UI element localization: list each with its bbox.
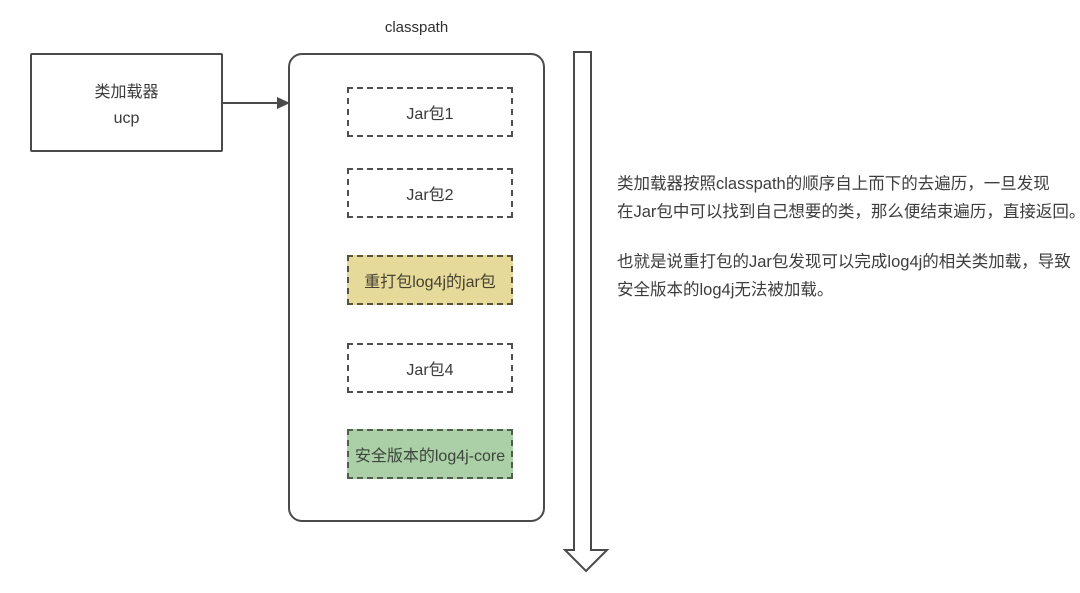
class-loader-title: 类加载器 [94, 83, 159, 101]
annotation-text: 类加载器按照classpath的顺序自上而下的去遍历，一旦发现 在Jar包中可以… [617, 170, 1080, 326]
annotation-line: 类加载器按照classpath的顺序自上而下的去遍历，一旦发现 [617, 175, 1050, 193]
loader-to-classpath-arrow-icon [221, 97, 290, 109]
annotation-line: 安全版本的log4j无法被加载。 [617, 281, 834, 299]
annotation-paragraph-2: 也就是说重打包的Jar包发现可以完成log4j的相关类加载，导致 安全版本的lo… [617, 248, 1071, 304]
annotation-line: 在Jar包中可以找到自己想要的类，那么便结束遍历，直接返回。 [617, 203, 1080, 221]
jar-box-2: Jar包2 [347, 168, 513, 218]
classpath-label: classpath [384, 19, 449, 36]
jar-box-safe-log4j-core: 安全版本的log4j-core [347, 429, 513, 479]
class-loader-box: 类加载器 ucp [30, 53, 223, 152]
traversal-direction-arrow-icon [562, 51, 610, 573]
jar-box-4: Jar包4 [347, 343, 513, 393]
class-loader-subtitle: ucp [113, 109, 140, 127]
jar-box-repackaged-log4j: 重打包log4j的jar包 [347, 255, 513, 305]
jar-box-1: Jar包1 [347, 87, 513, 137]
classpath-container: Jar包1 Jar包2 重打包log4j的jar包 Jar包4 安全版本的log… [288, 53, 545, 522]
annotation-paragraph-1: 类加载器按照classpath的顺序自上而下的去遍历，一旦发现 在Jar包中可以… [617, 170, 1080, 226]
annotation-line: 也就是说重打包的Jar包发现可以完成log4j的相关类加载，导致 [617, 253, 1071, 271]
